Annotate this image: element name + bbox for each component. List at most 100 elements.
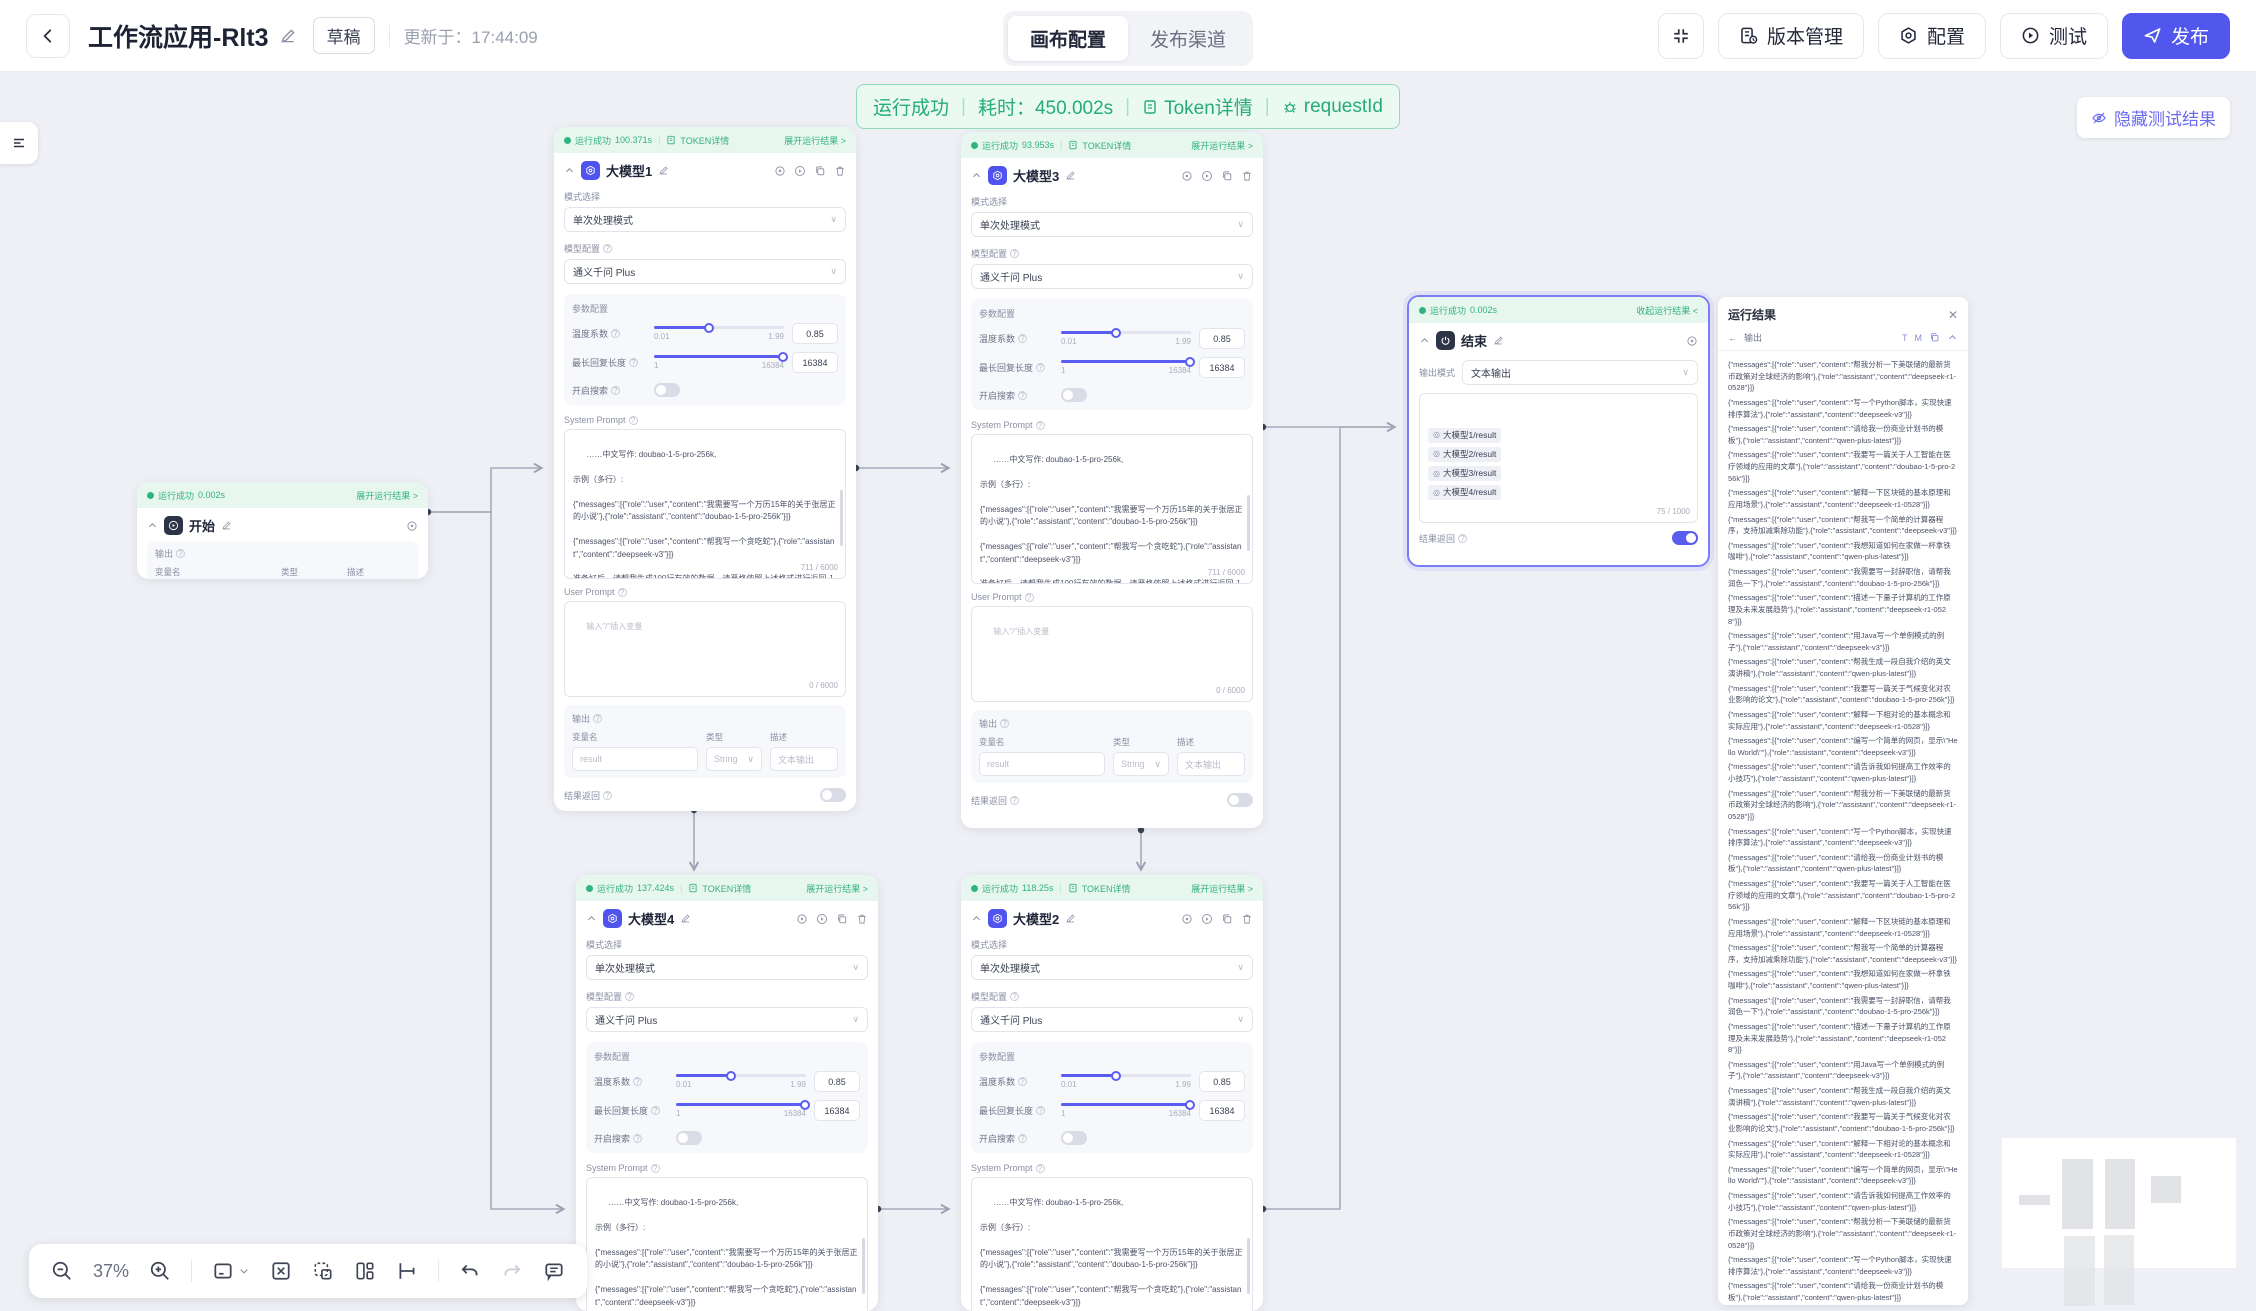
max-length-value[interactable]: 16384 — [1199, 357, 1245, 378]
minimap-toggle[interactable] — [212, 1260, 250, 1282]
token-detail-link[interactable]: Token详情 — [1142, 93, 1253, 120]
result-return-toggle[interactable] — [820, 788, 846, 802]
auto-layout-icon[interactable] — [354, 1260, 376, 1282]
system-prompt-editor[interactable]: ……中文写作: doubao-1-5-pro-256k, 示例（多行）: {"m… — [971, 1177, 1253, 1311]
tab-canvas-config[interactable]: 画布配置 — [1007, 16, 1128, 61]
search-toggle[interactable] — [1061, 388, 1087, 402]
temperature-value[interactable]: 0.85 — [814, 1071, 860, 1092]
delete-node-icon[interactable] — [834, 165, 846, 177]
collapse-node-icon[interactable] — [586, 913, 597, 924]
close-icon[interactable]: ✕ — [1947, 307, 1958, 322]
zoom-out-icon[interactable] — [51, 1260, 73, 1282]
redo-icon[interactable] — [501, 1260, 523, 1282]
zoom-level[interactable]: 37% — [93, 1260, 130, 1281]
copy-node-icon[interactable] — [1221, 170, 1233, 182]
markdown-mode-button[interactable]: M — [1914, 332, 1923, 343]
collapse-node-icon[interactable] — [147, 520, 158, 531]
output-desc-input[interactable]: 文本输出 — [1177, 752, 1245, 776]
output-type-select[interactable]: String∨ — [706, 747, 762, 771]
edit-node-icon[interactable] — [221, 520, 232, 531]
tab-publish-channel[interactable]: 发布渠道 — [1150, 30, 1227, 51]
workflow-canvas[interactable]: 运行成功 | 耗时：450.002s | Token详情 | requestId… — [0, 72, 2256, 1311]
results-tab-output[interactable]: 输出 — [1744, 333, 1763, 343]
temperature-value[interactable]: 0.85 — [792, 323, 838, 344]
output-var-input[interactable]: result — [572, 747, 698, 771]
annotate-icon[interactable] — [1686, 335, 1698, 347]
minimap[interactable] — [2002, 1130, 2238, 1306]
config-button[interactable]: 配置 — [1877, 12, 1986, 59]
expand-run-result-link[interactable]: 展开运行结果 > — [784, 135, 846, 146]
annotate-icon[interactable] — [1181, 913, 1193, 925]
copy-icon[interactable] — [1929, 332, 1940, 343]
variable-chip[interactable]: ◎大模型4/result — [1428, 485, 1502, 501]
request-id-link[interactable]: requestId — [1282, 96, 1383, 118]
model-select[interactable]: 通义千问 Plus∨ — [971, 264, 1253, 289]
annotate-icon[interactable] — [1181, 170, 1193, 182]
search-toggle[interactable] — [676, 1131, 702, 1145]
delete-node-icon[interactable] — [856, 913, 868, 925]
comment-icon[interactable] — [543, 1260, 565, 1282]
variable-chip[interactable]: ◎大模型3/result — [1428, 466, 1502, 482]
mode-select[interactable]: 单次处理模式∨ — [971, 212, 1253, 237]
run-result-lines[interactable]: {"messages":[{"role":"user","content":"帮… — [1718, 351, 1968, 1305]
variable-chip[interactable]: ◎大模型1/result — [1428, 427, 1502, 443]
annotate-icon[interactable] — [406, 520, 418, 532]
token-detail-link[interactable]: TOKEN详情 — [1082, 140, 1132, 151]
hide-test-results-button[interactable]: 隐藏测试结果 — [2077, 97, 2230, 138]
delete-node-icon[interactable] — [1241, 170, 1253, 182]
output-mode-select[interactable]: 文本输出∨ — [1462, 360, 1698, 385]
publish-button[interactable]: 发布 — [2121, 12, 2230, 59]
text-mode-button[interactable]: T — [1902, 332, 1908, 343]
node-list-toggle[interactable] — [0, 122, 38, 164]
collapse-view-button[interactable] — [1657, 12, 1704, 59]
model-select[interactable]: 通义千问 Plus∨ — [971, 1007, 1253, 1032]
token-detail-link[interactable]: TOKEN详情 — [680, 135, 730, 146]
mode-select[interactable]: 单次处理模式∨ — [586, 955, 868, 980]
system-prompt-editor[interactable]: ……中文写作: doubao-1-5-pro-256k, 示例（多行）: {"m… — [971, 434, 1253, 584]
model-select[interactable]: 通义千问 Plus∨ — [564, 259, 846, 284]
version-manage-button[interactable]: 版本管理 — [1717, 12, 1864, 59]
user-prompt-editor[interactable]: 输入"/"插入变量 0 / 6000 — [971, 606, 1253, 702]
search-toggle[interactable] — [654, 383, 680, 397]
model-select[interactable]: 通义千问 Plus∨ — [586, 1007, 868, 1032]
annotate-icon[interactable] — [774, 165, 786, 177]
result-return-toggle[interactable] — [1672, 531, 1698, 545]
copy-node-icon[interactable] — [1221, 913, 1233, 925]
output-var-input[interactable]: result — [979, 752, 1105, 776]
expand-run-result-link[interactable]: 展开运行结果 > — [806, 883, 868, 894]
end-output-editor[interactable]: ◎大模型1/result◎大模型2/result◎大模型3/result◎大模型… — [1419, 393, 1698, 523]
fit-view-icon[interactable] — [270, 1260, 292, 1282]
max-length-value[interactable]: 16384 — [792, 352, 838, 373]
run-node-icon[interactable] — [1201, 170, 1213, 182]
collapse-node-icon[interactable] — [1419, 335, 1430, 346]
expand-run-result-link[interactable]: 展开运行结果 > — [1191, 140, 1253, 151]
run-node-icon[interactable] — [1201, 913, 1213, 925]
run-node-icon[interactable] — [794, 165, 806, 177]
edit-node-icon[interactable] — [1065, 913, 1076, 924]
test-button[interactable]: 测试 — [1999, 12, 2108, 59]
system-prompt-editor[interactable]: ……中文写作: doubao-1-5-pro-256k, 示例（多行）: {"m… — [564, 429, 846, 579]
expand-run-result-link[interactable]: 展开运行结果 > — [1191, 883, 1253, 894]
collapse-node-icon[interactable] — [564, 165, 575, 176]
search-toggle[interactable] — [1061, 1131, 1087, 1145]
undo-icon[interactable] — [459, 1260, 481, 1282]
mode-select[interactable]: 单次处理模式∨ — [971, 955, 1253, 980]
edit-title-icon[interactable] — [279, 27, 297, 45]
mode-select[interactable]: 单次处理模式∨ — [564, 207, 846, 232]
temperature-value[interactable]: 0.85 — [1199, 328, 1245, 349]
delete-node-icon[interactable] — [1241, 913, 1253, 925]
add-branch-icon[interactable] — [396, 1260, 418, 1282]
expand-run-result-link[interactable]: 展开运行结果 > — [356, 490, 418, 501]
edit-node-icon[interactable] — [1493, 335, 1504, 346]
max-length-value[interactable]: 16384 — [814, 1100, 860, 1121]
